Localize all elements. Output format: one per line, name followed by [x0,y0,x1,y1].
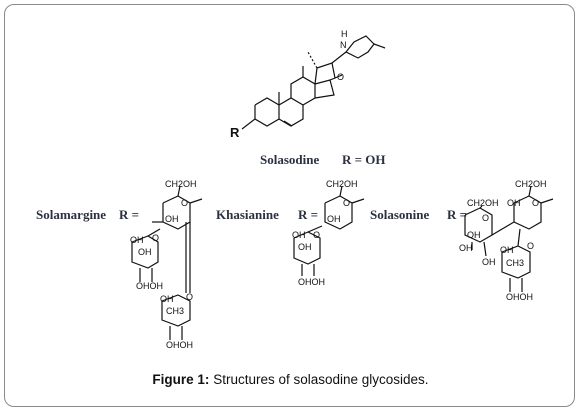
solamargine-name: Solamargine [36,207,106,222]
nitrogen-atom: N [340,40,347,50]
solasodine-name: Solasodine [260,152,319,167]
khasianine-ring-o1: O [343,198,350,208]
oxygen-atom: O [337,72,344,82]
khasianine-oh2: OH [292,230,306,240]
solasodine-r-definition: R = OH [342,152,386,167]
khasianine-structure: Khasianine R = CH2OH O OH OH O OH OHOH [216,179,365,287]
solasonine-oh4: OH [507,198,521,208]
solamargine-ring-o1: O [181,198,188,208]
solasonine-ch3: CH3 [506,258,524,268]
khasianine-ohoh: OHOH [298,277,325,287]
solasonine-ring-o3: O [527,241,534,251]
solasonine-oh3: OH [482,257,496,267]
solamargine-ring-o3: O [186,292,193,302]
khasianine-r-eq: R = [298,207,318,222]
solasonine-ohoh: OHOH [506,292,533,302]
solamargine-ch2oh: CH2OH [165,179,197,189]
solamargine-oh2: OH [130,235,144,245]
solamargine-oh1: OH [165,214,179,224]
caption-label: Figure 1: [152,372,210,387]
r-group-label: R [230,125,240,140]
figure-frame [4,4,575,407]
khasianine-ch2oh: CH2OH [326,179,358,189]
solamargine-structure: Solamargine R = CH2OH O OH OH O OH OHOH … [36,179,203,350]
khasianine-name: Khasianine [216,207,279,222]
solamargine-ohoh1: OHOH [136,281,163,291]
solasonine-oh1: OH [467,230,481,240]
khasianine-oh3: OH [298,242,312,252]
solamargine-oh4: OH [160,294,174,304]
nitrogen-hydrogen: H [341,29,348,39]
khasianine-ring-o2: O [313,230,320,240]
solamargine-ring-o2: O [152,233,159,243]
solamargine-ohoh2: OHOH [166,340,193,350]
solasodine-structure: R N H O [230,29,386,140]
solasonine-structure: Solasonine R = CH2OH O OH OH OH CH2OH OH… [370,179,554,302]
solasonine-ring-o2: O [532,198,539,208]
solamargine-r-eq: R = [119,207,139,222]
figure-caption: Figure 1: Structures of solasodine glyco… [0,372,581,387]
solasonine-name: Solasonine [370,207,429,222]
solasonine-ch2oh1: CH2OH [467,198,499,208]
solasonine-ring-o1: O [482,213,489,223]
caption-text: Structures of solasodine glycosides. [209,372,429,387]
khasianine-oh1: OH [327,214,341,224]
solasonine-r-eq: R = [447,207,467,222]
solasonine-oh2: OH [459,243,473,253]
solamargine-ch3: CH3 [166,306,184,316]
solasonine-oh5: OH [500,245,514,255]
solasonine-ch2oh2: CH2OH [515,179,547,189]
solamargine-oh3: OH [138,247,152,257]
